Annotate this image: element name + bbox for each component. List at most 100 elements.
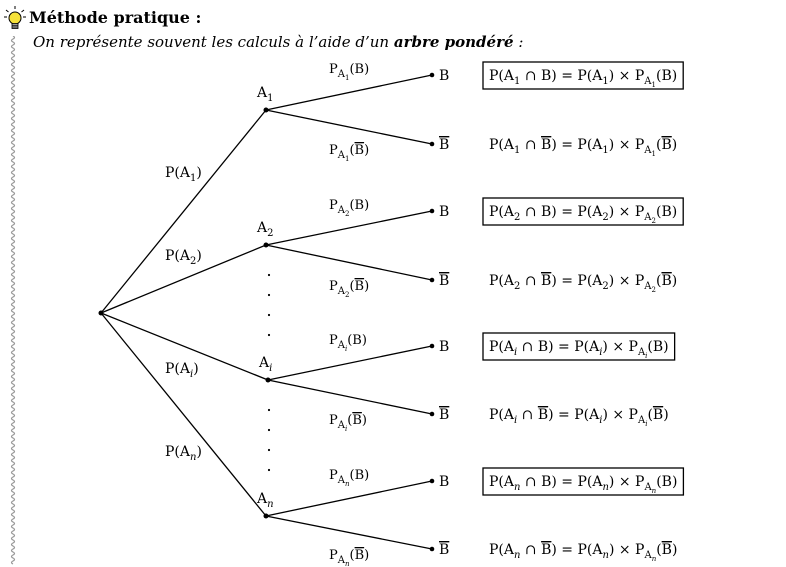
f-end: (B) (656, 474, 677, 490)
ellipsis-dot (267, 313, 271, 317)
prob-label: P(A (165, 248, 191, 264)
f-psubsub: 2 (652, 286, 656, 294)
f-sub2: n (602, 482, 608, 493)
ellipsis-dot (267, 448, 271, 452)
ellipsis-dot (267, 293, 271, 297)
f-psub: A (643, 482, 652, 493)
cond-close: ) (362, 413, 367, 428)
leaf-letter: B (439, 137, 449, 153)
branch-probability: P(A1) (165, 165, 202, 184)
tree-node-dot (263, 513, 269, 519)
f-start: P(A (489, 137, 515, 153)
f-end-b: B (653, 407, 663, 423)
formula-boxed: P(Ai ∩ B) = P(Ai) × PAi(B) (489, 339, 669, 360)
f-b: B (541, 273, 551, 289)
f-end-b: B (661, 137, 671, 153)
formula-box (482, 467, 685, 496)
root-node (98, 310, 104, 316)
leaf-label: B (439, 542, 449, 558)
prob-label: P(A (165, 361, 191, 377)
conditional-probability: PA2(B) (329, 279, 369, 299)
cond-p: P (329, 468, 338, 483)
f-sub2: 1 (602, 76, 608, 87)
cond-arg: B (355, 548, 365, 563)
tree-node-label: A2 (256, 220, 274, 239)
leaf-label: B (439, 204, 449, 220)
tree-edge (265, 515, 433, 550)
f-sub2: 1 (602, 145, 608, 156)
branch-probability: P(Ai) (165, 361, 199, 380)
f-mid: ∩ B) = P(A (520, 68, 603, 84)
formula-box (482, 61, 684, 90)
cond-arg: (B) (350, 468, 370, 483)
cond-p: P (329, 62, 338, 77)
f-close: ) (672, 137, 677, 153)
tree-edge (265, 244, 433, 281)
f-inter: ∩ (520, 137, 541, 153)
leaf-letter: B (439, 474, 449, 490)
f-psubsub: n (652, 555, 657, 563)
node-letter: A (258, 355, 270, 371)
f-psubsub: i (645, 352, 647, 360)
conditional-probability: PA1(B) (329, 62, 369, 82)
cond-subsub: 1 (345, 74, 349, 82)
tree-edge (265, 210, 433, 246)
cond-p: P (329, 198, 338, 213)
prob-sub: 2 (190, 256, 196, 267)
leaf-letter: B (439, 204, 449, 220)
cond-subsub: i (345, 345, 347, 353)
cond-subsub: n (345, 480, 350, 488)
f-end: (B) (656, 204, 677, 220)
node-sub: i (269, 363, 272, 374)
conditional-probability: PAi(B) (329, 333, 367, 353)
f-mid: ∩ B) = P(A (517, 339, 600, 355)
tree-node-label: A1 (256, 85, 274, 104)
f-sub1: 2 (514, 212, 520, 223)
tree-edge (265, 74, 433, 111)
prob-label: P(A (165, 444, 191, 460)
cond-p: P (329, 413, 338, 428)
f-sub2: 2 (602, 281, 608, 292)
tree-edge (100, 312, 269, 381)
f-b: B (541, 542, 551, 558)
leaf-letter: B (439, 407, 449, 423)
prob-sub: 1 (190, 173, 196, 184)
f-end-b: B (662, 542, 672, 558)
f-psub: A (637, 347, 646, 358)
leaf-dot (429, 478, 435, 484)
f-sub1: n (514, 482, 520, 493)
f-open: ( (647, 407, 652, 423)
cond-subsub: 2 (345, 210, 349, 218)
f-sub2: 2 (602, 212, 608, 223)
tree-node-label: Ai (258, 355, 272, 374)
f-psub: A (643, 212, 652, 223)
tree-node-dot (263, 242, 269, 248)
cond-arg: B (352, 413, 362, 428)
conditional-probability: PAn(B) (329, 548, 369, 567)
f-close: ) (672, 273, 677, 289)
f-end-b: B (661, 273, 671, 289)
intro-prefix: On représente souvent les calculs à l’ai… (33, 33, 390, 51)
node-letter: A (256, 220, 268, 236)
f-sub1: i (514, 415, 517, 426)
f-open: ( (656, 542, 661, 558)
tree-edge (267, 379, 433, 415)
f-open: ( (656, 137, 661, 153)
cond-arg: (B) (347, 333, 367, 348)
cond-close: ) (364, 279, 369, 294)
tree-edge (267, 345, 433, 381)
cond-arg: B (355, 143, 365, 158)
tree-edge (265, 480, 433, 517)
leaf-dot (429, 208, 435, 214)
f-mid2: ) × P (609, 474, 645, 490)
prob-close: ) (196, 444, 201, 460)
f-psub: A (643, 145, 652, 156)
conditional-probability: PAn(B) (329, 468, 369, 488)
f-end: (B) (647, 339, 668, 355)
tree-node-dot (265, 377, 271, 383)
leaf-dot (429, 411, 435, 417)
f-psubsub: i (645, 420, 647, 428)
f-mid2: ) × P (609, 542, 645, 558)
cond-p: P (329, 279, 338, 294)
leaf-letter: B (439, 339, 449, 355)
